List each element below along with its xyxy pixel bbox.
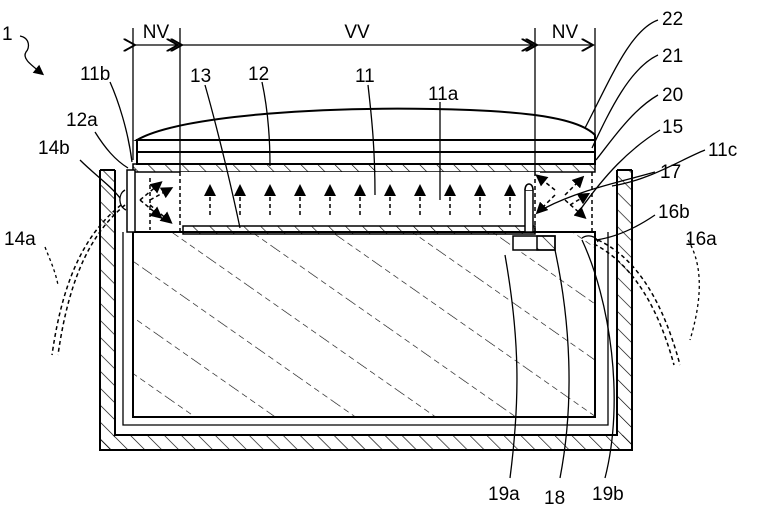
label-19b: 19b: [592, 484, 624, 505]
label-12: 12: [248, 64, 269, 85]
lower-substrate: [183, 226, 535, 234]
component-18: [513, 236, 555, 250]
label-16a: 16a: [685, 229, 717, 250]
label-14a: 14a: [4, 229, 36, 250]
label-11c: 11c: [708, 140, 737, 161]
region-label-right: NV: [552, 22, 579, 43]
region-label-left: NV: [143, 22, 170, 43]
label-12a: 12a: [66, 110, 98, 131]
label-11b: 11b: [80, 64, 110, 85]
region-label-center: VV: [344, 22, 370, 43]
label-11: 11: [355, 66, 375, 87]
label-1: 1: [2, 24, 13, 45]
panel-stack: [137, 109, 595, 164]
label-19a: 19a: [488, 484, 520, 505]
label-11a: 11a: [428, 84, 459, 105]
label-20: 20: [662, 85, 683, 106]
label-17: 17: [660, 162, 681, 183]
left-side-seal: [127, 170, 180, 232]
device-reference: 1: [2, 24, 40, 72]
upper-substrate: [133, 164, 595, 172]
label-15: 15: [662, 117, 683, 138]
label-18: 18: [544, 488, 565, 509]
label-16b: 16b: [658, 202, 690, 223]
backlight-body: [133, 232, 595, 417]
label-21: 21: [662, 46, 683, 67]
label-22: 22: [662, 9, 683, 30]
label-13: 13: [190, 66, 211, 87]
label-14b: 14b: [38, 138, 70, 159]
